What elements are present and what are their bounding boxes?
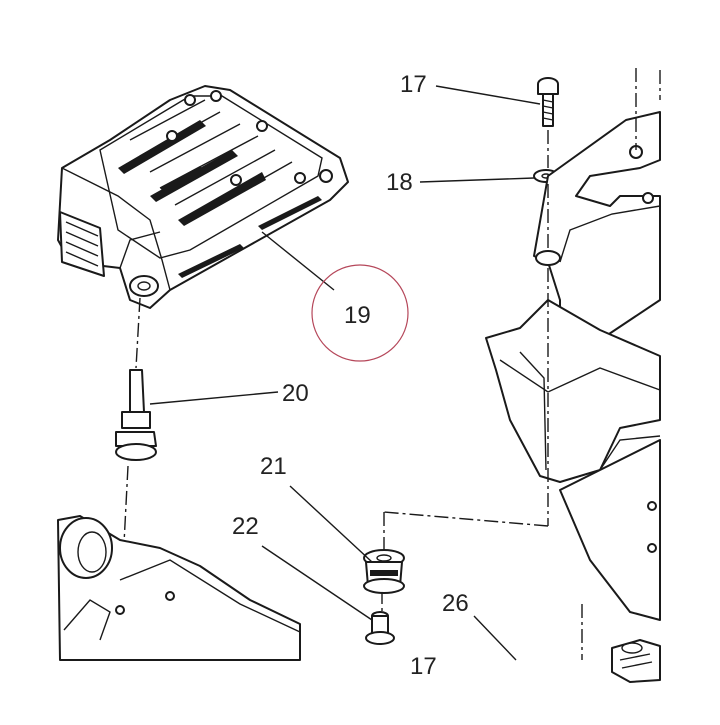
callout-19: 19 <box>344 302 371 329</box>
callout-22: 22 <box>232 513 259 540</box>
callout-26: 26 <box>442 590 469 617</box>
bolt-17-top[interactable] <box>537 77 559 127</box>
leader-lines <box>149 85 541 661</box>
callout-20: 20 <box>282 380 309 407</box>
ecu-control-unit[interactable] <box>57 85 349 309</box>
lower-chassis-bracket <box>57 515 301 661</box>
callout-17-bottom: 17 <box>410 653 437 680</box>
callout-17-top: 17 <box>400 71 427 98</box>
grommet-21[interactable] <box>363 549 405 594</box>
spacer-22[interactable] <box>365 611 395 645</box>
mounting-bracket <box>485 111 661 683</box>
callout-18: 18 <box>386 169 413 196</box>
callout-21: 21 <box>260 453 287 480</box>
highlight-circle-19 <box>311 264 409 362</box>
stud-20[interactable] <box>115 369 157 461</box>
